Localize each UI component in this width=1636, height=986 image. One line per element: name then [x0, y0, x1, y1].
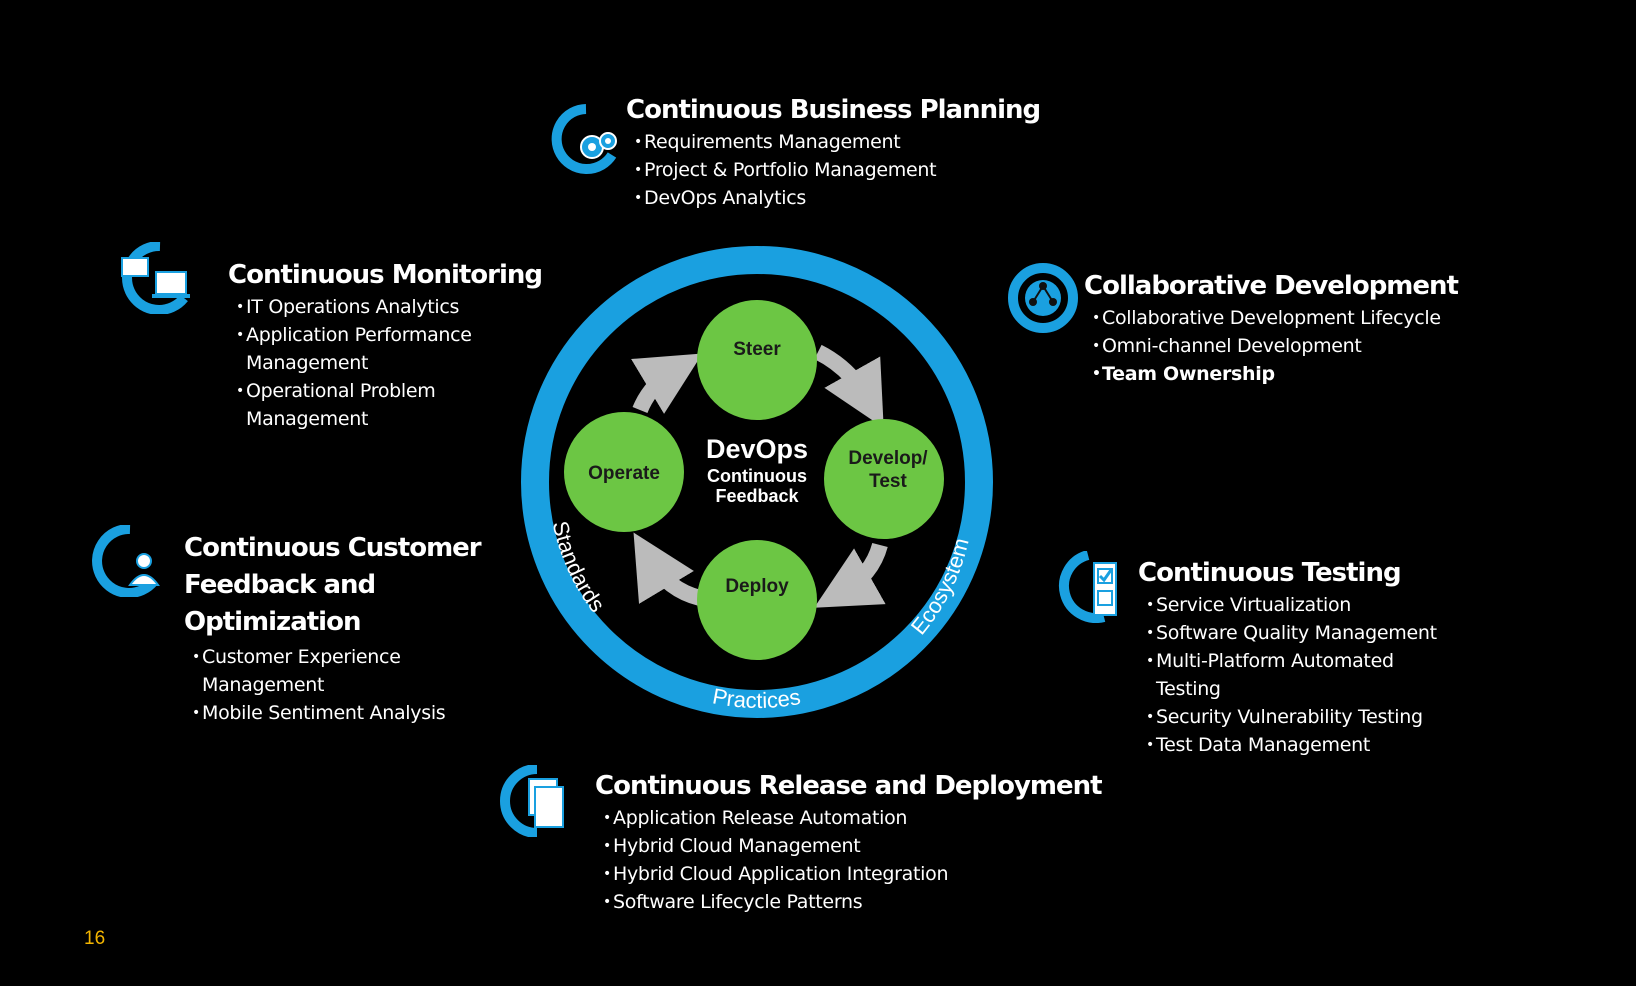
arrow-operate-to-steer [631, 353, 703, 414]
section-items: Application Release Automation Hybrid Cl… [603, 804, 1102, 916]
section-title: Continuous Business Planning [626, 95, 1041, 125]
arrow-deploy-to-operate [633, 532, 703, 606]
user-cycle-icon [92, 525, 160, 597]
list-item: Omni-channel Development [1092, 332, 1458, 360]
list-item: Operational Problem Management [236, 377, 466, 433]
section-release: Continuous Release and Deployment Applic… [595, 770, 1103, 916]
list-item: Multi-Platform Automated Testing [1146, 647, 1426, 703]
section-items: IT Operations Analytics Application Perf… [236, 293, 506, 433]
section-monitoring: Continuous Monitoring IT Operations Anal… [228, 259, 543, 433]
section-title: Collaborative Development [1084, 271, 1459, 301]
ring-label-practices: Practices [711, 683, 803, 713]
list-item: Software Lifecycle Patterns [603, 888, 1102, 916]
list-item: Customer Experience Management [192, 643, 432, 699]
list-item: Test Data Management [1146, 731, 1456, 759]
list-item: DevOps Analytics [634, 184, 1040, 212]
section-items: Customer Experience Management Mobile Se… [192, 643, 482, 727]
node-label-operate: Operate [588, 463, 660, 484]
arrow-develop-to-deploy [814, 542, 888, 608]
node-label-develop-line2: Test [869, 471, 907, 492]
documents-cycle-icon [500, 765, 564, 837]
list-item: Hybrid Cloud Application Integration [603, 860, 1102, 888]
section-customer-feedback: Continuous Customer Feedback and Optimiz… [184, 530, 484, 727]
list-item: Service Virtualization [1146, 591, 1456, 619]
list-item: Collaborative Development Lifecycle [1092, 304, 1458, 332]
page-number: 16 [84, 928, 106, 949]
section-title: Continuous Customer Feedback and Optimiz… [184, 533, 482, 637]
section-collaborative: Collaborative Development Collaborative … [1084, 270, 1459, 388]
section-items: Requirements Management Project & Portfo… [634, 128, 1040, 212]
list-item: Application Release Automation [603, 804, 1102, 832]
section-title: Continuous Release and Deployment [595, 771, 1103, 801]
center-subtitle-line1: Continuous [707, 466, 807, 486]
center-subtitle-line2: Feedback [715, 486, 799, 506]
list-item: IT Operations Analytics [236, 293, 506, 321]
node-develop-test [824, 419, 944, 539]
node-operate [564, 412, 684, 532]
checklist-cycle-icon [1059, 551, 1117, 623]
center-title: DevOps [706, 434, 808, 464]
list-item: Requirements Management [634, 128, 1040, 156]
list-item: Mobile Sentiment Analysis [192, 699, 482, 727]
monitors-cycle-icon [121, 242, 190, 314]
list-item: Security Vulnerability Testing [1146, 703, 1456, 731]
node-label-steer: Steer [733, 339, 781, 360]
node-steer [697, 300, 817, 420]
list-item: Team Ownership [1092, 360, 1458, 388]
section-testing: Continuous Testing Service Virtualizatio… [1138, 557, 1456, 759]
arrow-steer-to-develop [814, 344, 884, 428]
outer-ring [521, 246, 993, 718]
network-cycle-icon [1008, 263, 1078, 333]
node-label-develop-line1: Develop/ [848, 448, 928, 469]
node-deploy [697, 540, 817, 660]
node-label-deploy: Deploy [725, 576, 789, 597]
list-item: Hybrid Cloud Management [603, 832, 1102, 860]
section-items: Collaborative Development Lifecycle Omni… [1092, 304, 1458, 388]
gears-cycle-icon [551, 104, 617, 174]
list-item: Project & Portfolio Management [634, 156, 1040, 184]
section-title: Continuous Testing [1138, 558, 1402, 588]
section-items: Service Virtualization Software Quality … [1146, 591, 1456, 759]
list-item: Application Performance Management [236, 321, 486, 377]
section-title: Continuous Monitoring [228, 260, 543, 290]
list-item: Software Quality Management [1146, 619, 1456, 647]
section-business-planning: Continuous Business Planning Requirement… [626, 94, 1041, 212]
